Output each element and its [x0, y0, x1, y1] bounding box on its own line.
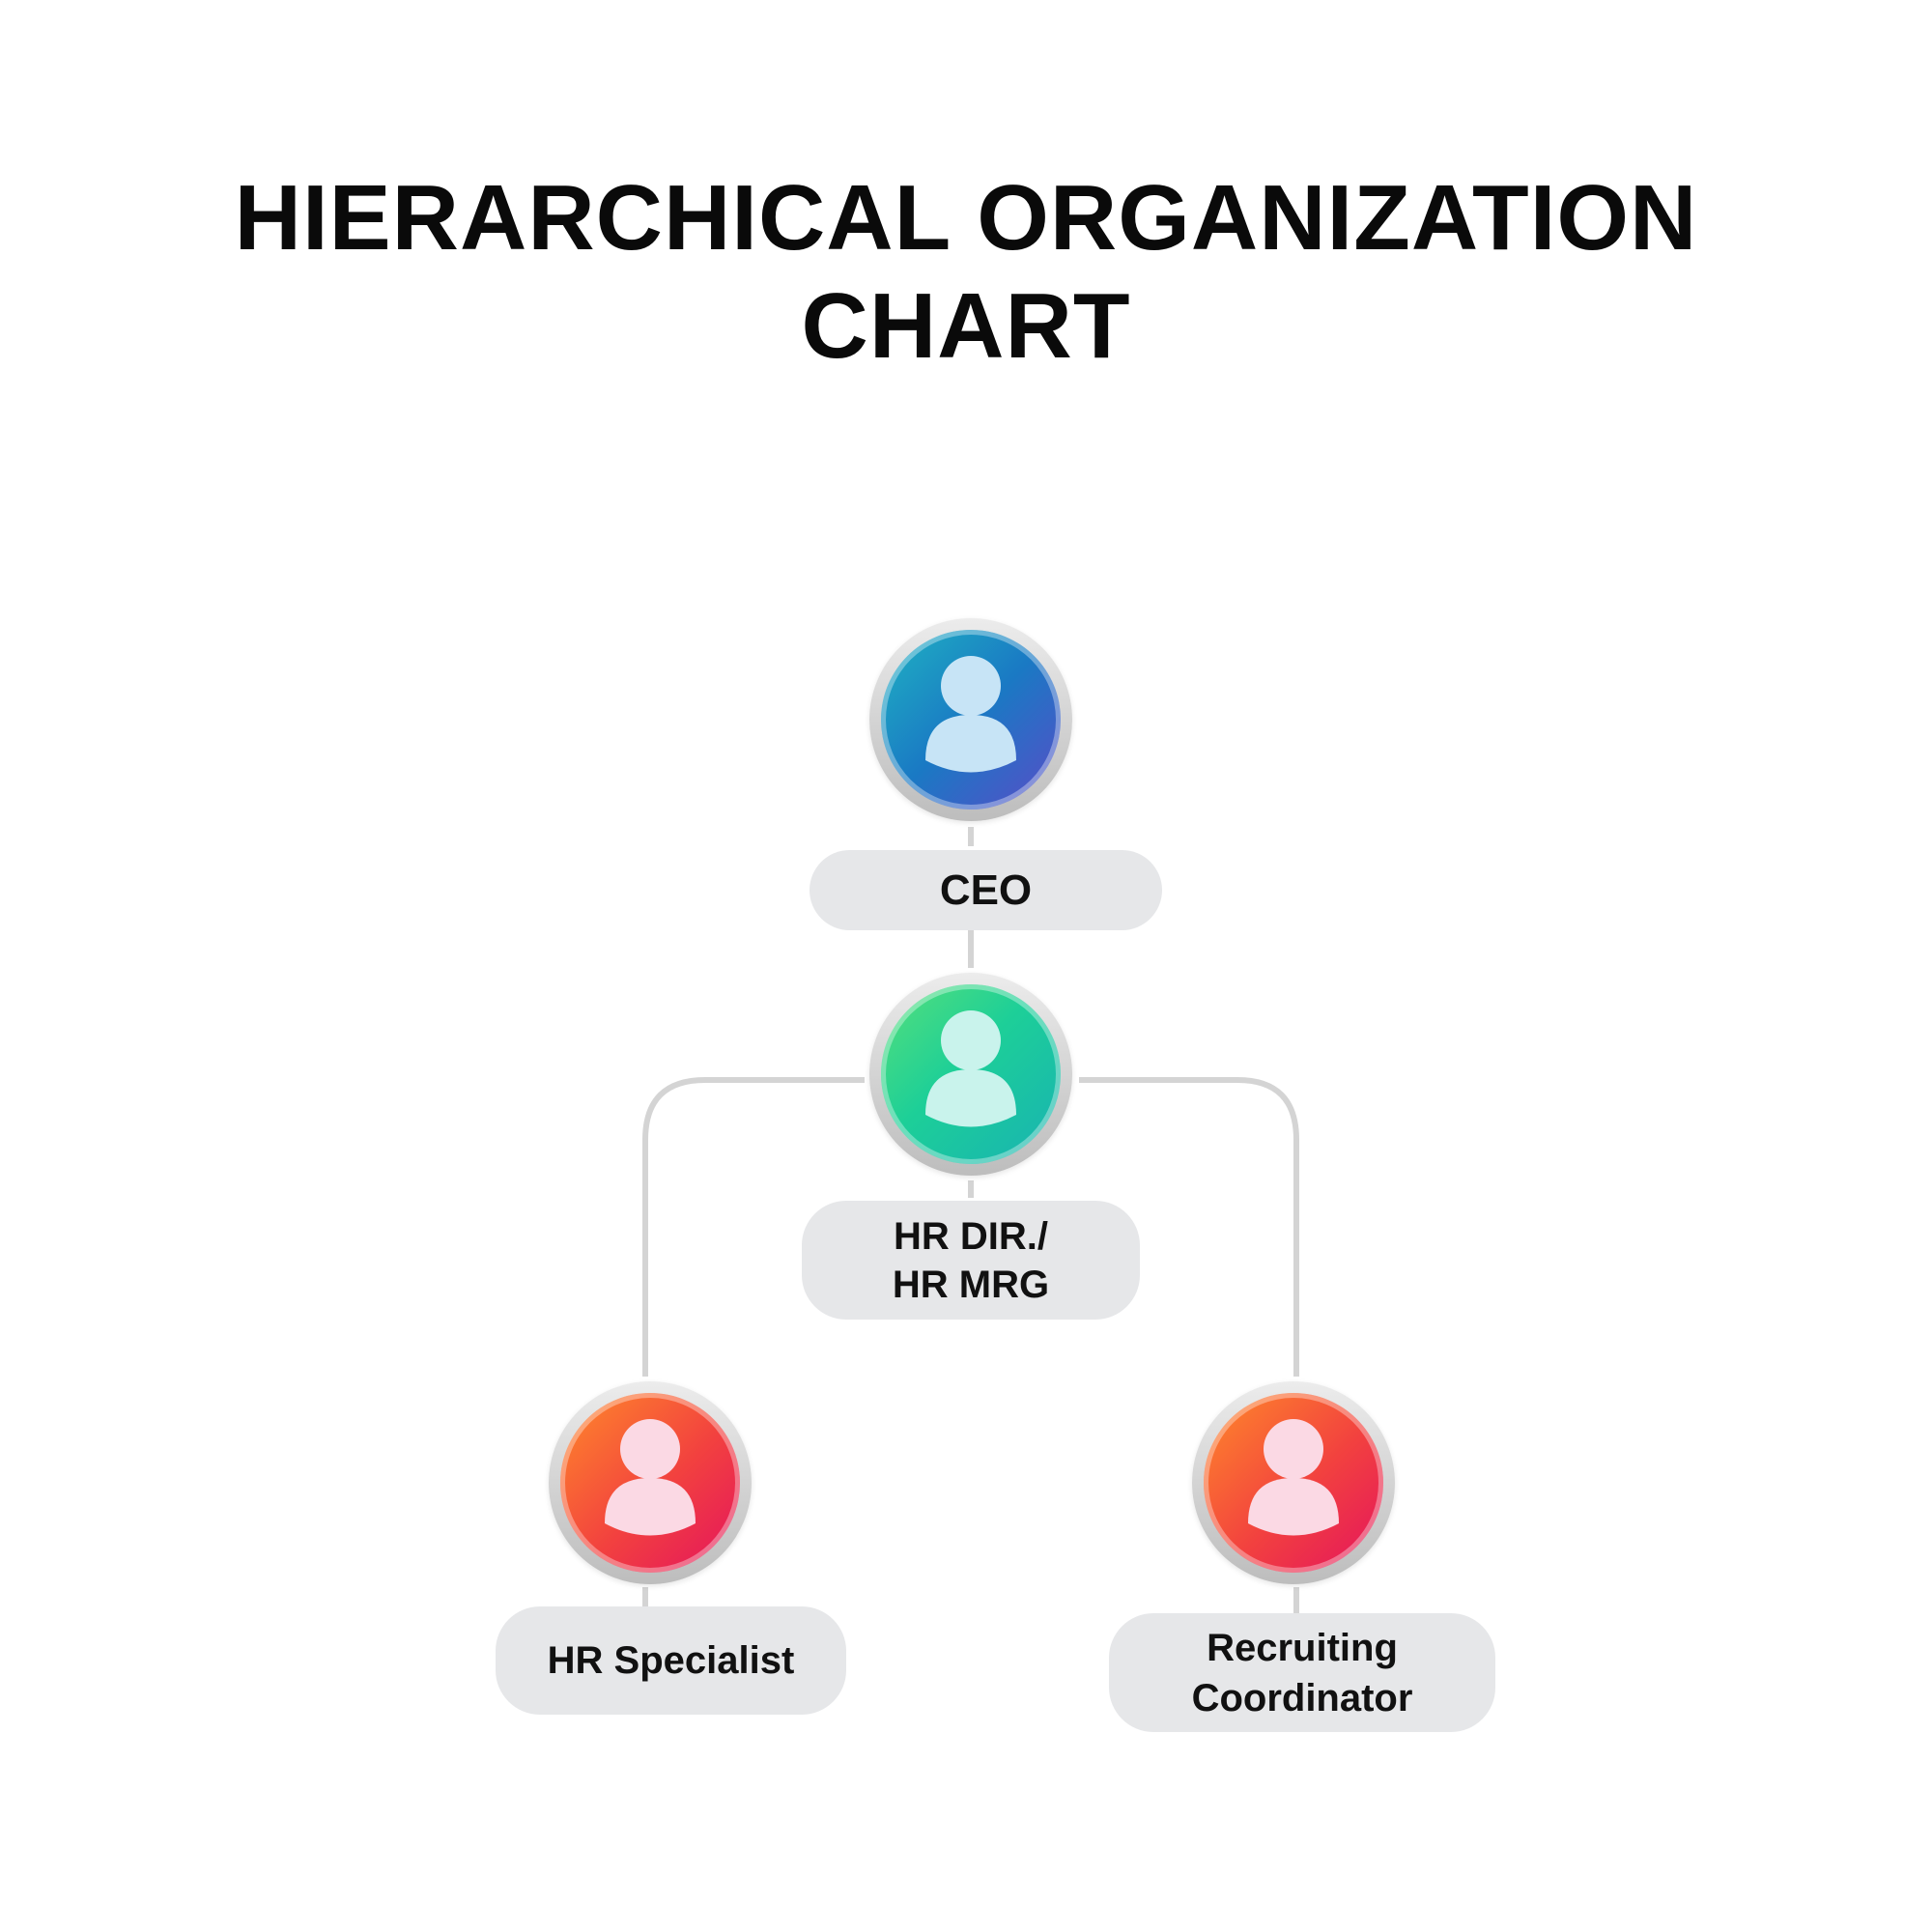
connector-hr-director-to-recruiting-coordinator: [1079, 1077, 1299, 1377]
chart-title: HIERARCHICAL ORGANIZATION CHART: [0, 164, 1932, 381]
recruiting-coordinator-label-line2: Coordinator: [1191, 1676, 1413, 1719]
hr-director-node: [869, 973, 1072, 1176]
recruiting-coordinator-node: [1192, 1381, 1395, 1584]
hr-specialist-node: [549, 1381, 752, 1584]
chart-title-line1: HIERARCHICAL ORGANIZATION: [234, 166, 1698, 270]
hr-director-label: HR DIR./ HR MRG: [802, 1201, 1140, 1320]
person-icon: [925, 1010, 1016, 1127]
hr-specialist-label: HR Specialist: [496, 1606, 846, 1715]
connector-hr-director-to-hr-specialist: [642, 1077, 865, 1377]
hr-director-label-line1: HR DIR./: [894, 1214, 1048, 1258]
hr-director-label-line2: HR MRG: [892, 1263, 1050, 1306]
recruiting-coordinator-label: Recruiting Coordinator: [1109, 1613, 1495, 1732]
ceo-node: [869, 618, 1072, 821]
hr-specialist-label-text: HR Specialist: [547, 1638, 795, 1682]
chart-title-line2: CHART: [801, 274, 1131, 378]
person-icon: [605, 1419, 696, 1536]
person-icon: [1248, 1419, 1339, 1536]
ceo-label: CEO: [810, 850, 1162, 930]
ceo-label-text: CEO: [939, 866, 1033, 914]
person-icon: [925, 656, 1016, 773]
recruiting-coordinator-label-line1: Recruiting: [1207, 1626, 1398, 1669]
